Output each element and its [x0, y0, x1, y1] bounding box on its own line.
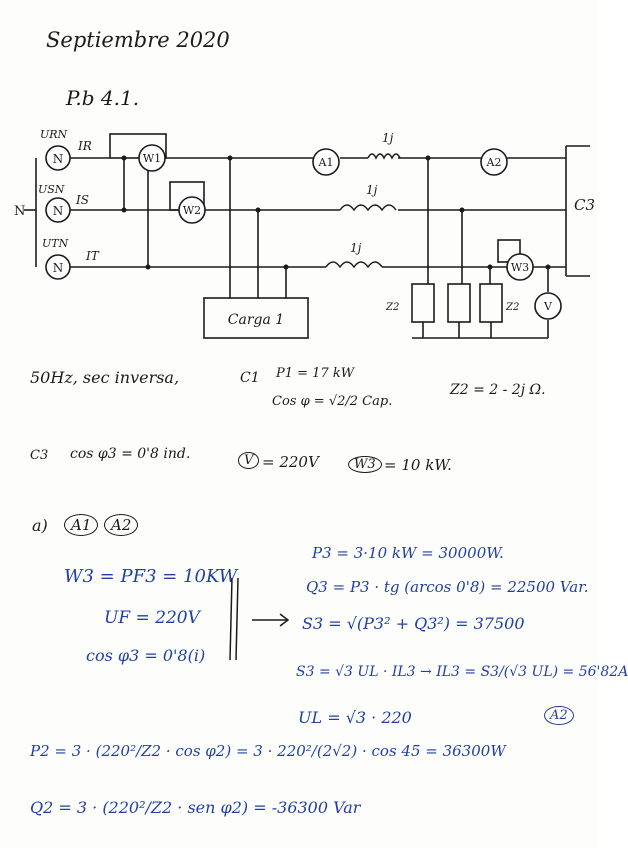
given-cos3: cos φ3 = 0'8 ind.	[70, 446, 191, 462]
implication-arrow	[229, 577, 290, 661]
a1-label: A1	[318, 156, 334, 169]
z2-right-label: Z2	[505, 302, 519, 313]
sol-ul: UL = √3 · 220	[298, 708, 412, 727]
given-v-label: V	[238, 452, 260, 469]
target-a1: A1	[64, 514, 99, 536]
sol-q2: Q2 = 3 · (220²/Z2 · sen φ2) = -36300 Var	[30, 798, 361, 817]
given-c3-label: C3	[30, 448, 49, 463]
load3-label: C3	[574, 196, 595, 214]
source-s-icon	[45, 197, 71, 223]
given-v-value: = 220V	[262, 453, 319, 471]
ammeter-a1-icon	[312, 148, 340, 176]
wattmeter-w1-icon	[138, 144, 166, 172]
sol-uf: UF = 220V	[104, 608, 200, 628]
reactance-s-label: 1j	[366, 183, 378, 197]
sol-w3: W3 = PF3 = 10KW	[64, 566, 238, 587]
wattmeter-w2-icon	[178, 196, 206, 224]
svg-text:N: N	[53, 152, 64, 166]
voltmeter-icon	[534, 292, 562, 320]
notebook-page: Septiembre 2020 P.b 4.1.	[14, 28, 628, 817]
a2-result-mark: A2	[544, 706, 574, 725]
ammeter-a2-icon	[480, 148, 508, 176]
svg-text:N: N	[53, 204, 64, 218]
w3-label: W3	[511, 261, 529, 274]
source-t-icon	[45, 254, 71, 280]
w1-label: W1	[143, 152, 161, 165]
given-c1-label: C1	[240, 370, 260, 386]
reactance-t-label: 1j	[350, 241, 362, 255]
sol-cos3: cos φ3 = 0'8(i)	[86, 646, 206, 665]
svg-text:N: N	[53, 261, 64, 275]
problem-number: P.b 4.1.	[66, 86, 140, 110]
given-p1: P1 = 17 kW	[276, 366, 355, 381]
given-w3-value: = 10 kW.	[384, 456, 452, 474]
current-t-label: IT	[85, 249, 100, 263]
load1-label: Carga 1	[228, 312, 284, 328]
given-line1: 50Hz, sec inversa,	[30, 368, 180, 387]
source-t-label: UTN	[42, 237, 69, 250]
sol-p2: P2 = 3 · (220²/Z2 · cos φ2) = 3 · 220²/(…	[30, 742, 506, 760]
current-s-label: IS	[75, 193, 89, 207]
part-a-label: a)	[32, 516, 48, 535]
date-heading: Septiembre 2020	[46, 28, 230, 52]
a2-label: A2	[486, 156, 502, 169]
source-r-label: URN	[40, 128, 68, 141]
source-s-label: USN	[38, 183, 65, 196]
voltmeter-label: V	[543, 300, 553, 313]
neutral-label: N	[14, 204, 25, 219]
current-r-label: IR	[77, 139, 92, 153]
given-w3-label: W3	[348, 456, 382, 473]
sol-q3: Q3 = P3 · tg (arcos 0'8) = 22500 Var.	[306, 578, 589, 596]
sol-s3: S3 = √(P3² + Q3²) = 37500	[302, 614, 525, 633]
sol-p3: P3 = 3·10 kW = 30000W.	[312, 544, 504, 562]
source-r-icon	[45, 145, 71, 171]
w2-label: W2	[183, 204, 201, 217]
target-a2: A2	[104, 514, 139, 536]
z2-left-label: Z2	[385, 302, 399, 313]
given-cos1: Cos φ = √2/2 Cap.	[272, 394, 393, 409]
wattmeter-w3-icon	[506, 253, 534, 281]
reactance-r-label: 1j	[382, 131, 394, 145]
sol-s3-current: S3 = √3 UL · IL3 → IL3 = S3/(√3 UL) = 56…	[296, 664, 628, 680]
given-z2: Z2 = 2 - 2j Ω.	[450, 382, 546, 398]
circuit-diagram: N N N URN USN UTN IR IS IT N W1 W2 W3 A1…	[14, 128, 595, 339]
